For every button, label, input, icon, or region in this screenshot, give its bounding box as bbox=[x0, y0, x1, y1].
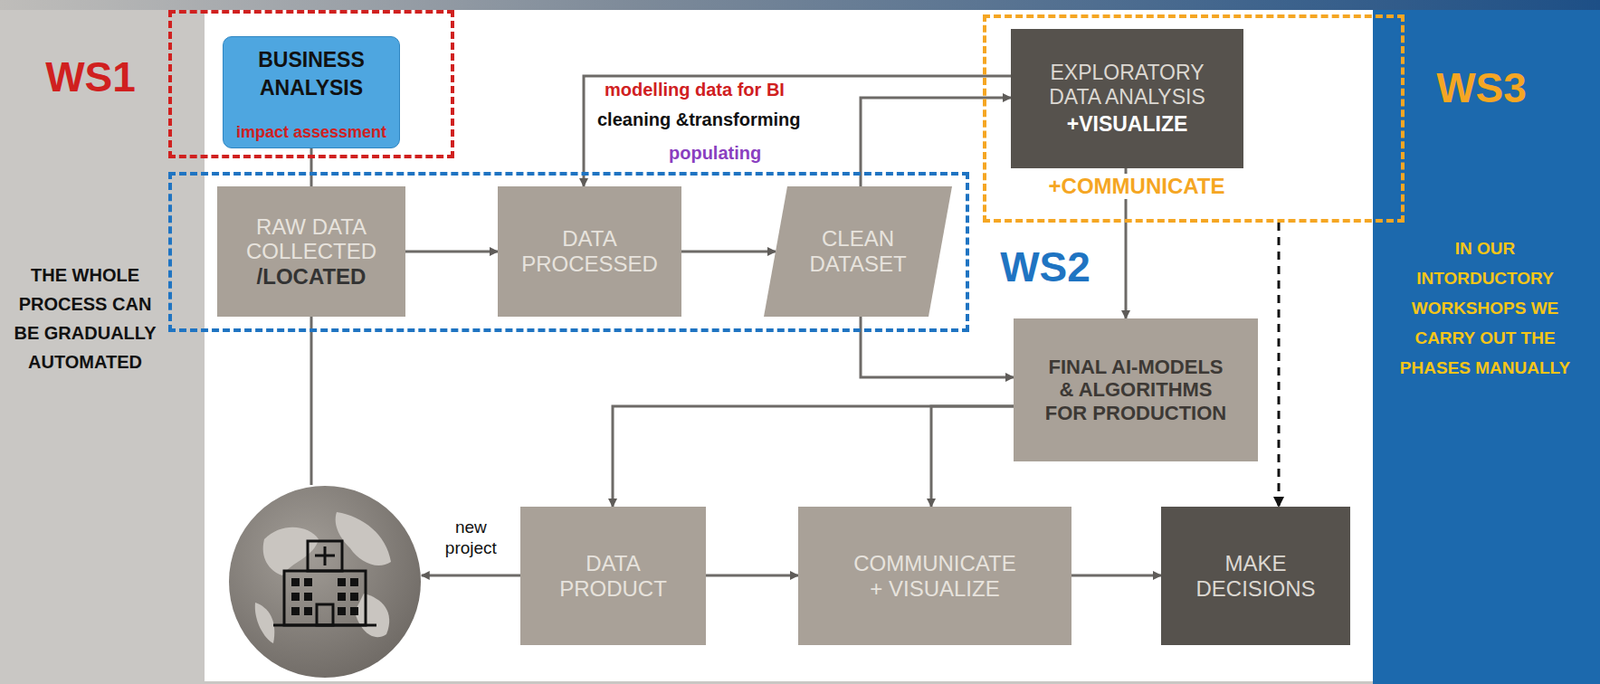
node-sublabel: impact assessment bbox=[236, 123, 387, 143]
annotation-text: cleaning &transforming bbox=[597, 109, 847, 131]
process-box: FINAL AI-MODELS & ALGORITHMSFOR PRODUCTI… bbox=[1013, 318, 1258, 462]
node-sublabel: FOR PRODUCTION bbox=[1045, 401, 1227, 425]
flow-arrow bbox=[310, 316, 314, 486]
node-label: BUSINESS ANALYSIS bbox=[234, 46, 389, 103]
node-label: FINAL AI-MODELS & ALGORITHMS bbox=[1045, 355, 1227, 402]
process-box: BUSINESS ANALYSIS impact assessment bbox=[222, 36, 400, 149]
node-label: WS2 bbox=[986, 242, 1105, 292]
node-label: DATA PROCESSED bbox=[510, 226, 669, 277]
flow-arrow bbox=[405, 250, 498, 254]
node-sublabel: +VISUALIZE bbox=[1066, 112, 1189, 136]
process-box: RAW DATA COLLECTED/LOCATED bbox=[217, 186, 406, 317]
node-label: COMMUNICATE + VISUALIZE bbox=[844, 551, 1026, 601]
annotation-text: IN OUR INTORDUCTORY WORKSHOPS WE CARRY O… bbox=[1399, 233, 1572, 383]
node-sublabel: +COMMUNICATE bbox=[1015, 173, 1258, 200]
annotation-text: populating bbox=[668, 142, 796, 164]
workshop-frame: WS2RAW DATA COLLECTED/LOCATEDDATA PROCES… bbox=[168, 171, 970, 333]
process-box: COMMUNICATE + VISUALIZE bbox=[798, 506, 1072, 646]
node-label: CLEAN DATASET bbox=[790, 226, 926, 277]
dashed-arrow bbox=[1277, 222, 1281, 507]
flow-arrow bbox=[860, 316, 1014, 378]
flow-arrow bbox=[583, 76, 1011, 187]
flow-arrow bbox=[421, 574, 521, 578]
process-box: DATA PRODUCT bbox=[520, 506, 706, 646]
edge-label: new project bbox=[429, 517, 512, 560]
process-box: DATA PROCESSED bbox=[497, 186, 682, 317]
globe-illustration bbox=[228, 485, 422, 679]
annotation-text: modelling data for BI bbox=[604, 79, 849, 101]
node-label: WS1 bbox=[27, 52, 154, 102]
top-strip bbox=[0, 0, 1600, 10]
node-label: DATA PRODUCT bbox=[536, 551, 691, 601]
node-label: EXPLORATORY DATA ANALYSIS bbox=[1029, 60, 1225, 109]
flow-arrow bbox=[612, 406, 1014, 507]
flow-arrow bbox=[705, 574, 799, 578]
flow-arrow bbox=[1071, 574, 1162, 578]
workshop-frame: WS1BUSINESS ANALYSISimpact assessment bbox=[168, 9, 455, 159]
flow-arrow bbox=[310, 148, 314, 187]
node-label: WS3 bbox=[1422, 63, 1541, 113]
data-parallelogram: CLEAN DATASET bbox=[763, 186, 953, 317]
process-box: MAKE DECISIONS bbox=[1161, 506, 1351, 646]
node-sublabel: /LOCATED bbox=[257, 264, 367, 290]
annotation-text: THE WHOLE PROCESS CAN BE GRADUALLY AUTOM… bbox=[12, 260, 158, 377]
flow-arrow bbox=[681, 250, 776, 254]
globe-icon bbox=[228, 485, 422, 679]
process-box: EXPLORATORY DATA ANALYSIS +VISUALIZE bbox=[1010, 28, 1244, 169]
workshop-frame: WS3+COMMUNICATEEXPLORATORY DATA ANALYSIS… bbox=[982, 14, 1405, 223]
flow-arrow bbox=[931, 406, 1014, 507]
node-label: RAW DATA COLLECTED bbox=[229, 214, 393, 265]
node-label: MAKE DECISIONS bbox=[1176, 551, 1335, 601]
